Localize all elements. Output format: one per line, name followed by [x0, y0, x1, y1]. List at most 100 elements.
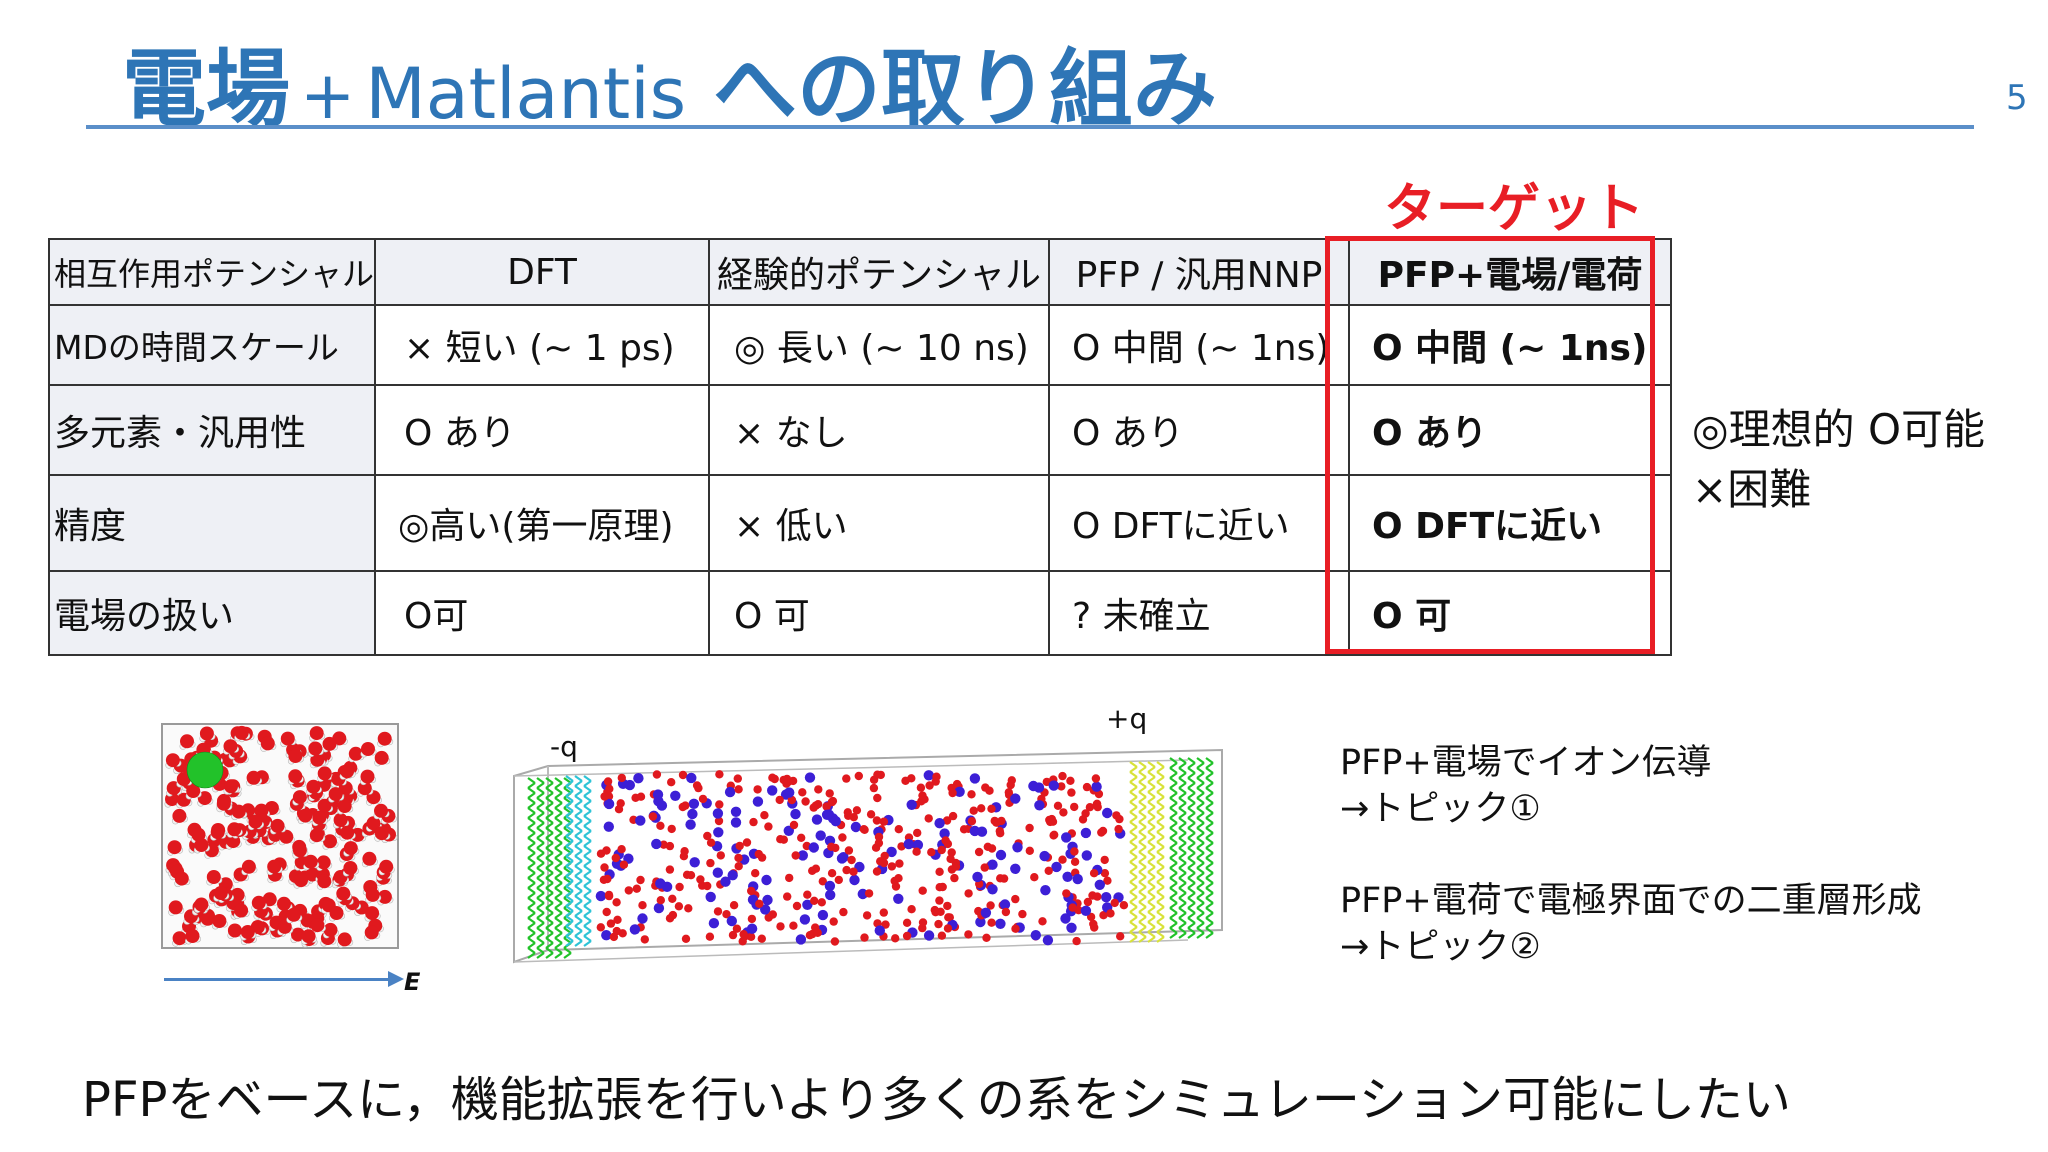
electrode-bond [1156, 911, 1165, 918]
electrode-bond [1138, 851, 1147, 858]
atom-sphere [982, 933, 991, 942]
electrode-bond [574, 780, 583, 787]
atom-sphere [317, 798, 332, 813]
atom-sphere [969, 773, 981, 784]
atom-sphere [361, 742, 375, 756]
atom-sphere [730, 806, 742, 817]
electrode-bond [1147, 826, 1156, 833]
electrode-bond [565, 800, 574, 807]
atom-sphere [667, 824, 676, 834]
electrode-bond [1187, 822, 1196, 829]
atom-sphere [764, 822, 773, 831]
electrode-bond [1196, 932, 1205, 939]
electrode-bond [554, 942, 563, 949]
electrode-bond [1205, 847, 1214, 854]
topic-2-title: PFP+電荷で電極界面での二重層形成 [1340, 881, 1922, 921]
table-cell: O 可 [708, 570, 1051, 656]
table-cell: × なし [708, 384, 1051, 476]
electrode-bond [536, 837, 545, 844]
atom-sphere [703, 831, 712, 841]
atom-sphere [987, 884, 998, 895]
electrode-bond [1178, 882, 1187, 889]
electrode-bond [1196, 907, 1205, 914]
atom-sphere [216, 796, 231, 811]
atom-sphere [887, 862, 897, 871]
atom-sphere [665, 841, 675, 851]
electrode-bond [536, 822, 545, 829]
electrode-bond [1169, 772, 1178, 779]
electrode-bond [1187, 847, 1196, 854]
electrode-bond [1147, 836, 1156, 843]
electrode-bond [1205, 917, 1214, 924]
atom-sphere [698, 794, 708, 804]
electrode-bond [1178, 832, 1187, 839]
electrode-bond [1129, 851, 1138, 858]
electrode-bond [1178, 757, 1187, 764]
atom-sphere [343, 841, 358, 856]
electrode-bond [565, 810, 574, 817]
electrode-bond [565, 775, 574, 782]
electrode-bond [1147, 931, 1156, 938]
electrode-bond [1169, 897, 1178, 904]
electrode-bond [536, 892, 545, 899]
table-row: 電場の扱い O可 O 可 ? 未確立 O 可 [47, 570, 1673, 656]
atom-sphere [768, 910, 777, 919]
electrode-bond [527, 942, 536, 949]
electrode-bond [1156, 896, 1165, 903]
electrode-bond [1196, 897, 1205, 904]
atom-sphere [206, 870, 221, 884]
electrode-bond [1178, 772, 1187, 779]
electrode-bond [1196, 767, 1205, 774]
electrode-bond [536, 827, 545, 834]
electrode-bond [1178, 837, 1187, 844]
electrode-bond [1147, 926, 1156, 933]
electrode-bond [545, 802, 554, 809]
atom-sphere [1115, 814, 1124, 824]
atom-sphere [362, 851, 377, 866]
atom-sphere [811, 864, 821, 873]
electrode-bond [1129, 771, 1138, 778]
atom-sphere [267, 859, 282, 874]
electrode-bond [1196, 922, 1205, 929]
electrode-bond [1178, 787, 1187, 794]
atom-sphere [596, 923, 605, 932]
electrode-bond [1147, 856, 1156, 863]
electrode-bond [1178, 892, 1187, 899]
summary-statement: PFPをベースに，機能拡張を行いより多くの系をシミュレーション可能にしたい [82, 1072, 1791, 1128]
atom-sphere [675, 882, 684, 892]
electrode-bond [1169, 802, 1178, 809]
atom-sphere [842, 865, 851, 875]
atom-sphere [223, 739, 238, 754]
electrode-bond [1187, 787, 1196, 794]
electrode-bond [1138, 926, 1147, 933]
atom-sphere [251, 895, 266, 910]
electrode-bond [583, 795, 592, 802]
electrode-bond [565, 785, 574, 792]
atom-sphere [668, 894, 677, 903]
atom-sphere [735, 841, 744, 851]
electrode-bond [545, 842, 554, 849]
atom-sphere [817, 898, 826, 907]
atom-sphere [336, 886, 351, 901]
atom-sphere [227, 822, 242, 837]
atom-sphere [602, 907, 611, 917]
electrode-bond [565, 940, 574, 947]
electrode-bond [1129, 766, 1138, 773]
atom-sphere [977, 804, 986, 813]
electrode-bond [1178, 902, 1187, 909]
electrode-bond [583, 810, 592, 817]
atom-sphere [1057, 782, 1066, 791]
electrode-bond [1129, 826, 1138, 833]
table-cell: O DFTに近い [1048, 474, 1351, 572]
electrode-bond [1196, 787, 1205, 794]
electrode-bond [574, 775, 583, 782]
electrode-bond [527, 782, 536, 789]
electrode-bond [574, 870, 583, 877]
electrode-bond [583, 855, 592, 862]
electrode-bond [1129, 781, 1138, 788]
atom-sphere [606, 919, 616, 928]
electrode-bond [1169, 887, 1178, 894]
electrode-bond [1187, 877, 1196, 884]
electrode-bond [1147, 816, 1156, 823]
electrode-bond [1205, 842, 1214, 849]
